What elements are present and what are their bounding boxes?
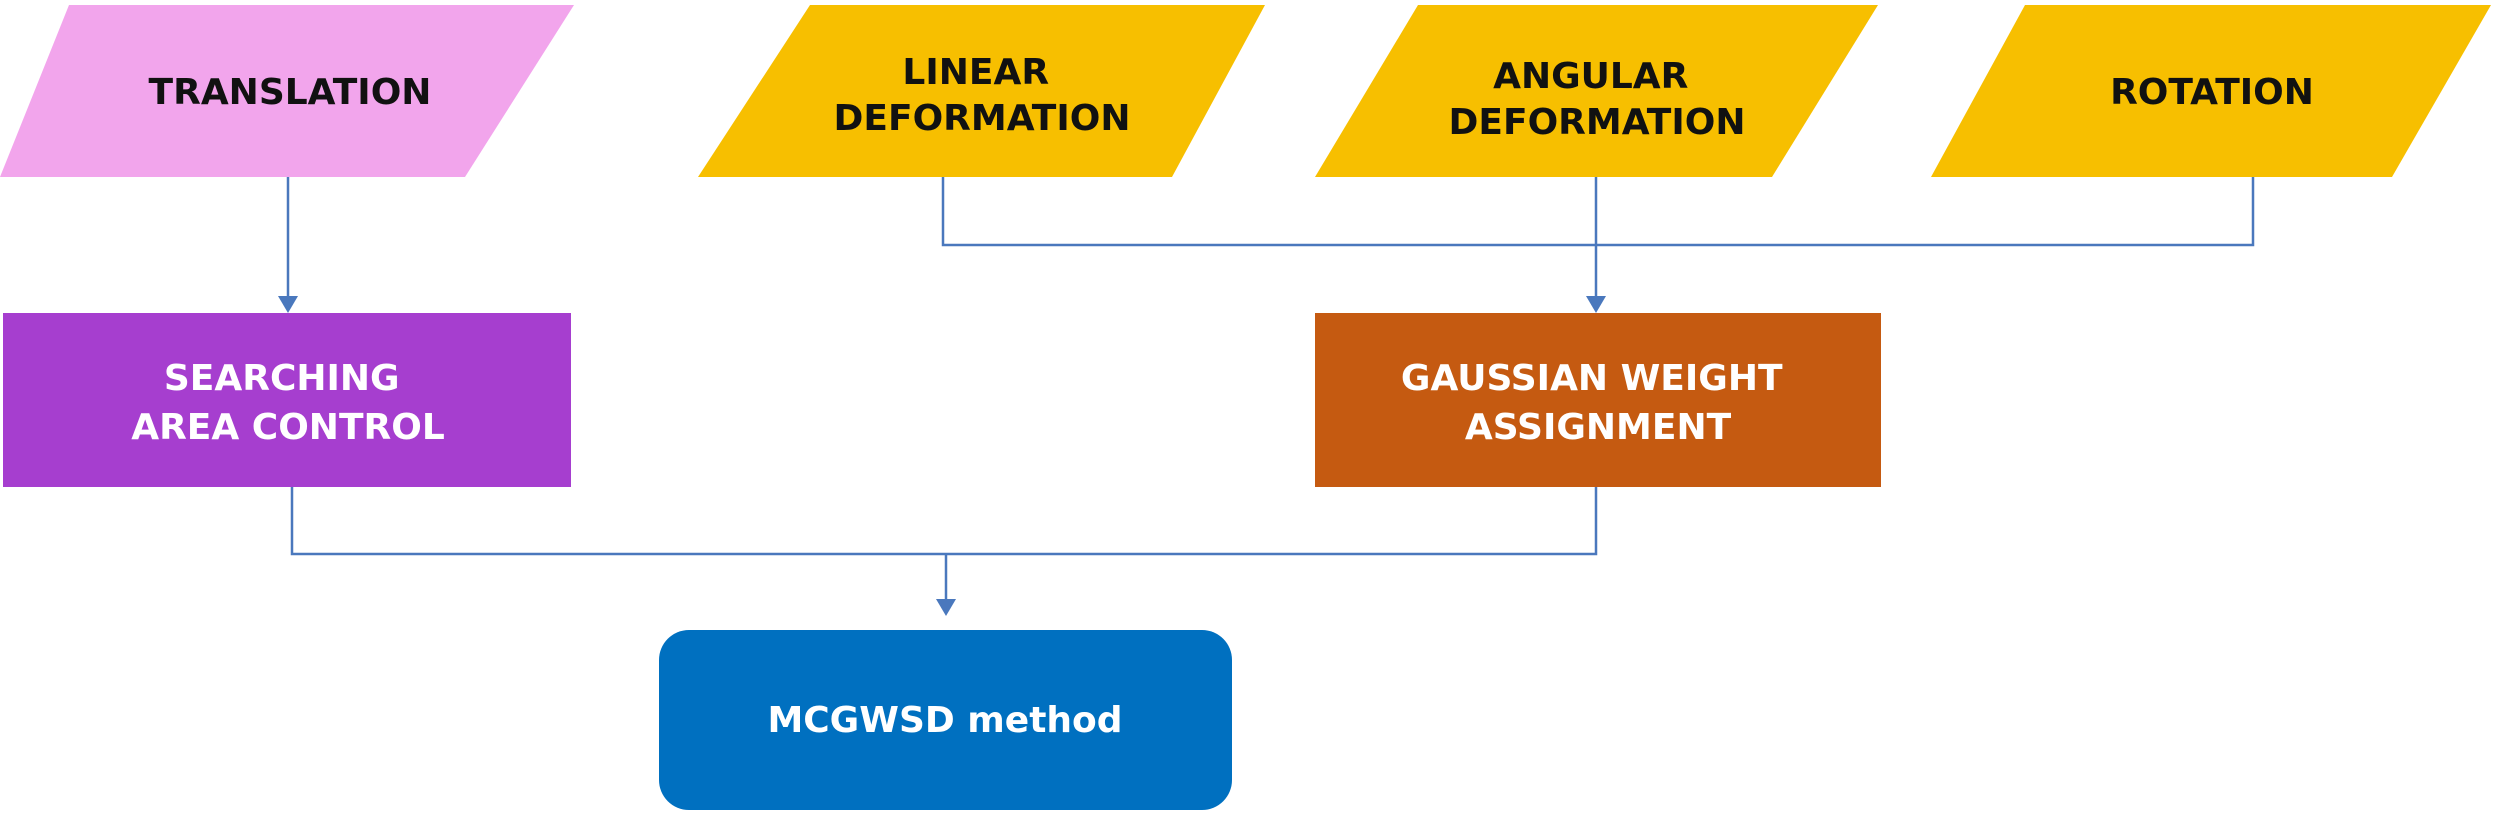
node-linear-deformation: LINEAR DEFORMATION xyxy=(698,5,1265,177)
node-rotation-line-1: ROTATION xyxy=(2110,72,2314,113)
node-linear-deformation-label: LINEAR DEFORMATION xyxy=(834,52,1131,139)
arrowhead-searching xyxy=(278,296,298,313)
node-searching-area-control-line-1: SEARCHING xyxy=(164,358,400,399)
node-rotation-label: ROTATION xyxy=(2110,72,2314,113)
node-searching-area-control-line-2: AREA CONTROL xyxy=(131,407,445,448)
node-translation: TRANSLATION xyxy=(0,5,574,177)
node-translation-line-1: TRANSLATION xyxy=(149,72,432,113)
node-mcgwsd-method: MCGWSD method xyxy=(659,630,1232,810)
node-rotation-shape xyxy=(1931,5,2491,177)
connector-merge-bus xyxy=(290,487,1598,556)
node-gaussian-weight-assignment-shape xyxy=(1315,313,1881,487)
node-translation-shape xyxy=(0,5,574,177)
node-gaussian-weight-assignment-label: GAUSSIAN WEIGHT ASSIGNMENT xyxy=(1401,358,1795,448)
node-rotation: ROTATION xyxy=(1931,5,2491,177)
node-angular-deformation: ANGULAR DEFORMATION xyxy=(1315,5,1878,177)
arrowhead-gaussian xyxy=(1586,296,1606,313)
connectors xyxy=(278,177,2255,616)
node-angular-deformation-line-2: DEFORMATION xyxy=(1449,102,1746,143)
node-mcgwsd-method-line-1: MCGWSD method xyxy=(767,700,1122,741)
node-searching-area-control-label: SEARCHING AREA CONTROL xyxy=(131,358,445,448)
node-gaussian-weight-assignment: GAUSSIAN WEIGHT ASSIGNMENT xyxy=(1315,313,1881,487)
node-angular-deformation-label: ANGULAR DEFORMATION xyxy=(1449,56,1746,143)
node-linear-deformation-line-1: LINEAR xyxy=(902,52,1049,93)
node-gaussian-weight-assignment-line-2: ASSIGNMENT xyxy=(1465,407,1732,448)
node-angular-deformation-shape xyxy=(1315,5,1878,177)
node-gaussian-weight-assignment-line-1: GAUSSIAN WEIGHT xyxy=(1401,358,1783,399)
connector-deformations-bus xyxy=(941,177,2255,247)
node-translation-label: TRANSLATION xyxy=(149,72,432,113)
node-mcgwsd-method-label: MCGWSD method xyxy=(767,700,1122,741)
node-linear-deformation-line-2: DEFORMATION xyxy=(834,98,1131,139)
arrowhead-method xyxy=(936,599,956,616)
node-searching-area-control: SEARCHING AREA CONTROL xyxy=(3,313,571,487)
node-searching-area-control-shape xyxy=(3,313,571,487)
node-angular-deformation-line-1: ANGULAR xyxy=(1493,56,1688,97)
node-linear-deformation-shape xyxy=(698,5,1265,177)
node-mcgwsd-method-shape xyxy=(659,630,1232,810)
